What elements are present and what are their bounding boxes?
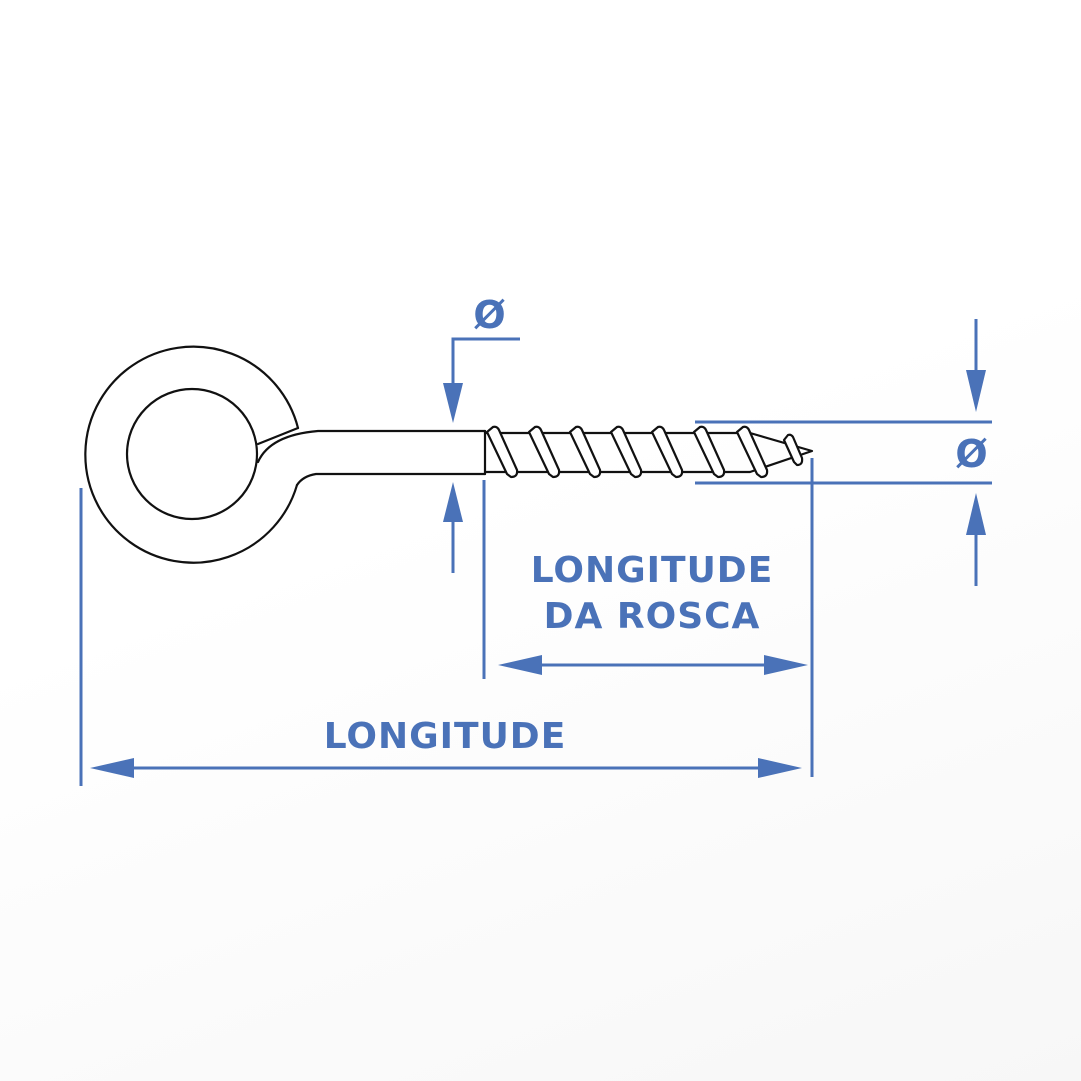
total-length-label: LONGITUDE <box>324 716 567 757</box>
total-length-arrow-left <box>90 758 134 778</box>
thread-length-arrow-right <box>764 655 808 675</box>
dimension-lines <box>79 319 992 786</box>
thread-diameter-label: Ø <box>955 432 988 476</box>
thread-diameter-arrow-bottom <box>966 493 986 535</box>
thread-length-arrow-left <box>498 655 542 675</box>
shank-diameter-arrow-bottom <box>443 482 463 522</box>
thread-length-label-line2: DA ROSCA <box>544 596 761 637</box>
shank-diameter-arrow-top <box>443 383 463 423</box>
eye-neck <box>256 426 487 487</box>
eye-ring-outer <box>84 345 300 564</box>
shank-diameter-label: Ø <box>473 293 506 337</box>
thread-length-label-line1: LONGITUDE <box>531 550 774 591</box>
thread-flights <box>485 425 804 479</box>
eye-ring-inner <box>125 387 259 521</box>
eye-screw <box>84 345 814 564</box>
shank-diameter-leader <box>451 337 520 385</box>
thread-diameter-arrow-top <box>966 370 986 412</box>
total-length-arrow-right <box>758 758 802 778</box>
